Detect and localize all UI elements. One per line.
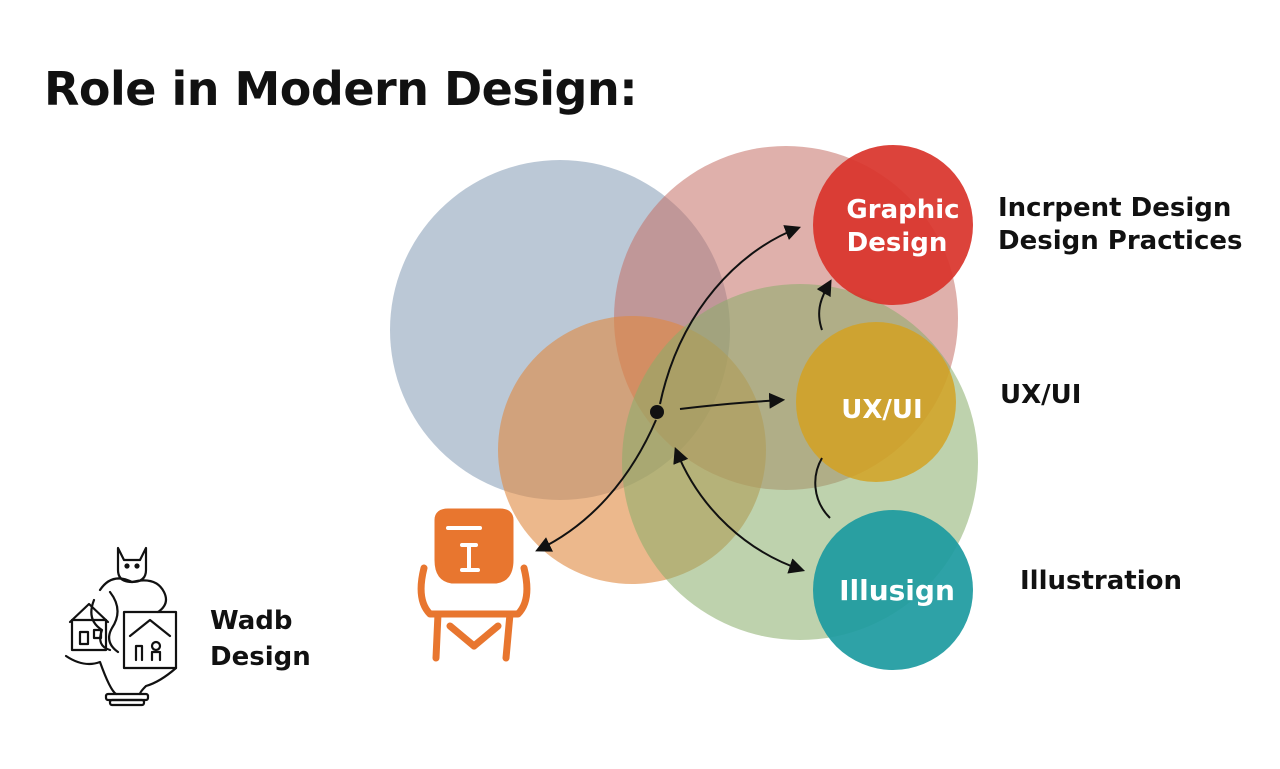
graphic-design-circle-label-line2: Design	[847, 228, 948, 258]
uxui-circle[interactable]	[796, 322, 956, 482]
page-title: Role in Modern Design:	[44, 62, 638, 116]
hub-dot-icon	[650, 405, 664, 419]
arrow-to-chair	[535, 419, 657, 552]
illusign-circle[interactable]	[813, 510, 973, 670]
graphic-design-circle[interactable]	[813, 145, 973, 305]
connector-illusign-uxui	[814, 457, 831, 519]
uxui-description-text: UX/UI	[1000, 380, 1082, 410]
graphic-design-description: Incrpent Design Design Practices	[998, 192, 1242, 258]
web-design-label-line1: Wadb	[210, 606, 293, 636]
web-design-label-line2: Design	[210, 642, 311, 672]
uxui-circle-label: UX/UI	[841, 395, 922, 425]
arrow-uxui-to-graphic	[816, 279, 832, 331]
graphic-description-line2: Design Practices	[998, 226, 1243, 256]
arrow-to-illusign	[673, 447, 806, 574]
arrow-to-graphic	[659, 225, 801, 405]
uxui-description: UX/UI	[1000, 379, 1081, 412]
illustration-description: Illustration	[1020, 565, 1182, 598]
graphic-design-circle-label-line1: Graphic	[846, 195, 959, 225]
chair-icon	[417, 508, 531, 662]
web-design-illustration-icon	[64, 546, 178, 707]
graphic-description-line1: Incrpent Design	[998, 193, 1232, 223]
arrow-to-uxui	[679, 392, 786, 410]
illustration-description-text: Illustration	[1020, 566, 1182, 596]
web-design-label: Wadb Design	[210, 603, 311, 675]
illusign-circle-label: Illusign	[839, 574, 955, 607]
